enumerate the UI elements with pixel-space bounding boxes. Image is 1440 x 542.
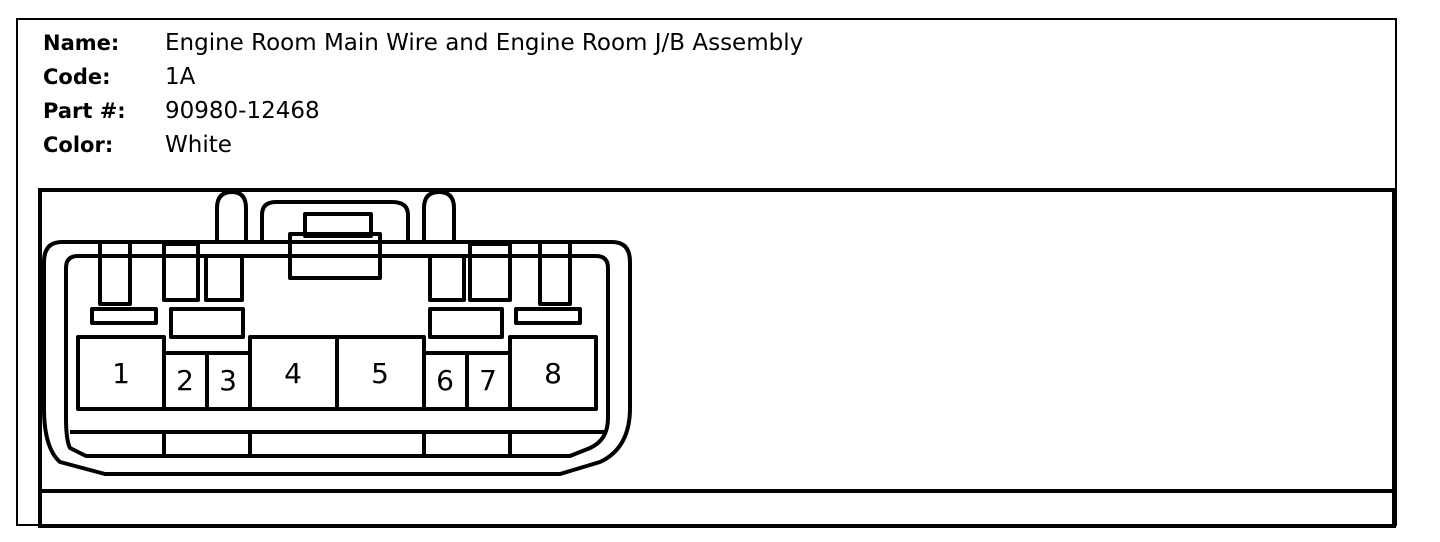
name-value: Engine Room Main Wire and Engine Room J/…	[165, 30, 804, 56]
name-label: Name:	[43, 31, 120, 55]
pin-label-4: 4	[284, 357, 302, 390]
color-value: White	[165, 132, 232, 158]
code-value: 1A	[165, 64, 196, 90]
pin-label-2: 2	[176, 364, 194, 397]
pin-label-7: 7	[479, 364, 497, 397]
diagram-bottom-rule	[38, 489, 1396, 493]
color-label: Color:	[43, 133, 114, 157]
pin-label-8: 8	[544, 357, 562, 390]
part-value: 90980-12468	[165, 98, 320, 124]
part-label: Part #:	[43, 99, 126, 123]
code-label: Code:	[43, 65, 111, 89]
pin-label-1: 1	[112, 357, 130, 390]
pin-label-5: 5	[371, 357, 389, 390]
pin-label-3: 3	[219, 364, 237, 397]
connector-diagram-box	[38, 188, 1396, 528]
pin-label-6: 6	[436, 364, 454, 397]
